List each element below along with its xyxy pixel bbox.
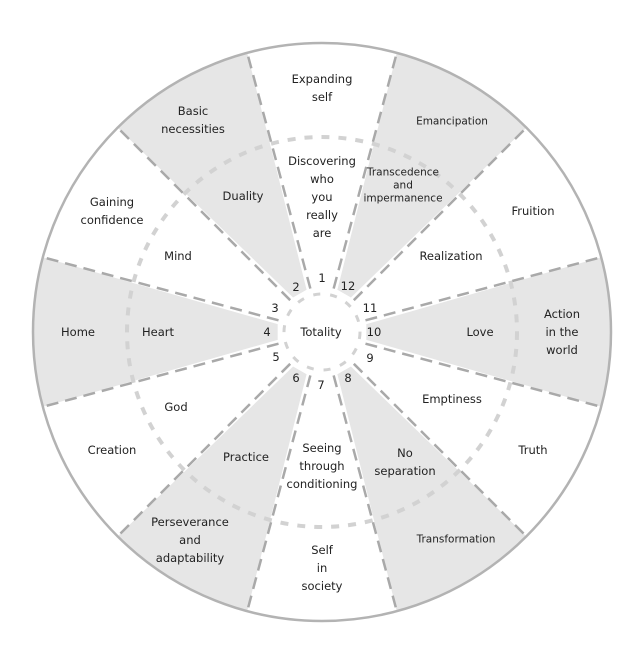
sector-2-shade bbox=[117, 52, 307, 298]
sector-5-outer-label: Creation bbox=[87, 443, 137, 457]
sector-3-inner-label: Mind bbox=[164, 249, 192, 263]
sector-1-inner-label: Discovering who you really are bbox=[288, 154, 356, 240]
sector-12-inner-label: Transcedence and impermanence bbox=[363, 166, 443, 205]
hub-circle bbox=[282, 292, 362, 372]
sector-8-inner-label: No separation bbox=[374, 446, 436, 478]
sector-1-outer-label: Expanding self bbox=[291, 72, 353, 104]
spoke bbox=[352, 126, 528, 302]
spoke bbox=[116, 362, 292, 538]
sector-3-number: 3 bbox=[271, 301, 279, 315]
sector-6-inner-label: Practice bbox=[223, 450, 269, 464]
spoke bbox=[365, 255, 602, 322]
sector-3-outer-label: Gaining confidence bbox=[80, 195, 144, 227]
spoke bbox=[245, 375, 312, 612]
spoke bbox=[42, 342, 279, 409]
sector-9-inner-label: Emptiness bbox=[422, 392, 482, 406]
sector-8-number: 8 bbox=[344, 371, 352, 385]
sector-10-shade bbox=[366, 257, 612, 407]
sector-7-inner-label: Seeing through conditioning bbox=[286, 441, 358, 491]
sector-4-shade bbox=[32, 257, 278, 407]
sector-6-shade bbox=[117, 366, 307, 612]
outer-circle bbox=[31, 41, 613, 623]
spoke bbox=[332, 52, 399, 289]
sector-5-number: 5 bbox=[272, 350, 280, 364]
sector-5-inner-label: God bbox=[164, 400, 188, 414]
sector-7-number: 7 bbox=[317, 378, 325, 392]
spoke bbox=[365, 342, 602, 409]
sector-12-shade bbox=[337, 52, 527, 298]
sector-2-number: 2 bbox=[292, 280, 300, 294]
sector-1-number: 1 bbox=[318, 271, 326, 285]
sector-10-number: 10 bbox=[366, 325, 382, 339]
sector-6-outer-label: Perseverance and adaptability bbox=[151, 515, 229, 565]
spoke bbox=[42, 255, 279, 322]
sector-9-number: 9 bbox=[366, 351, 374, 365]
sector-8-shade bbox=[337, 366, 527, 612]
sector-2-inner-label: Duality bbox=[222, 189, 264, 203]
sector-7-outer-label: Self in society bbox=[301, 543, 343, 593]
sector-2-outer-label: Basic necessities bbox=[161, 104, 225, 136]
sector-12-number: 12 bbox=[340, 279, 356, 293]
sector-4-inner-label: Heart bbox=[141, 325, 175, 339]
center-label: Totality bbox=[300, 325, 342, 339]
sector-12-outer-label: Emancipation bbox=[416, 115, 488, 128]
sector-9-outer-label: Truth bbox=[518, 443, 548, 457]
sector-11-inner-label: Realization bbox=[419, 249, 483, 263]
sector-10-inner-label: Love bbox=[466, 325, 494, 339]
inner-ring bbox=[125, 135, 519, 529]
sector-8-outer-label: Transformation bbox=[416, 533, 496, 546]
spoke bbox=[332, 375, 399, 612]
spoke bbox=[352, 362, 528, 538]
sector-10-outer-label: Action in the world bbox=[543, 307, 581, 357]
sector-11-number: 11 bbox=[362, 301, 378, 315]
sector-4-number: 4 bbox=[263, 325, 271, 339]
sector-11-outer-label: Fruition bbox=[511, 204, 555, 218]
spoke bbox=[245, 52, 312, 289]
sector-4-outer-label: Home bbox=[61, 325, 95, 339]
sector-6-number: 6 bbox=[292, 371, 300, 385]
spoke bbox=[116, 126, 292, 302]
